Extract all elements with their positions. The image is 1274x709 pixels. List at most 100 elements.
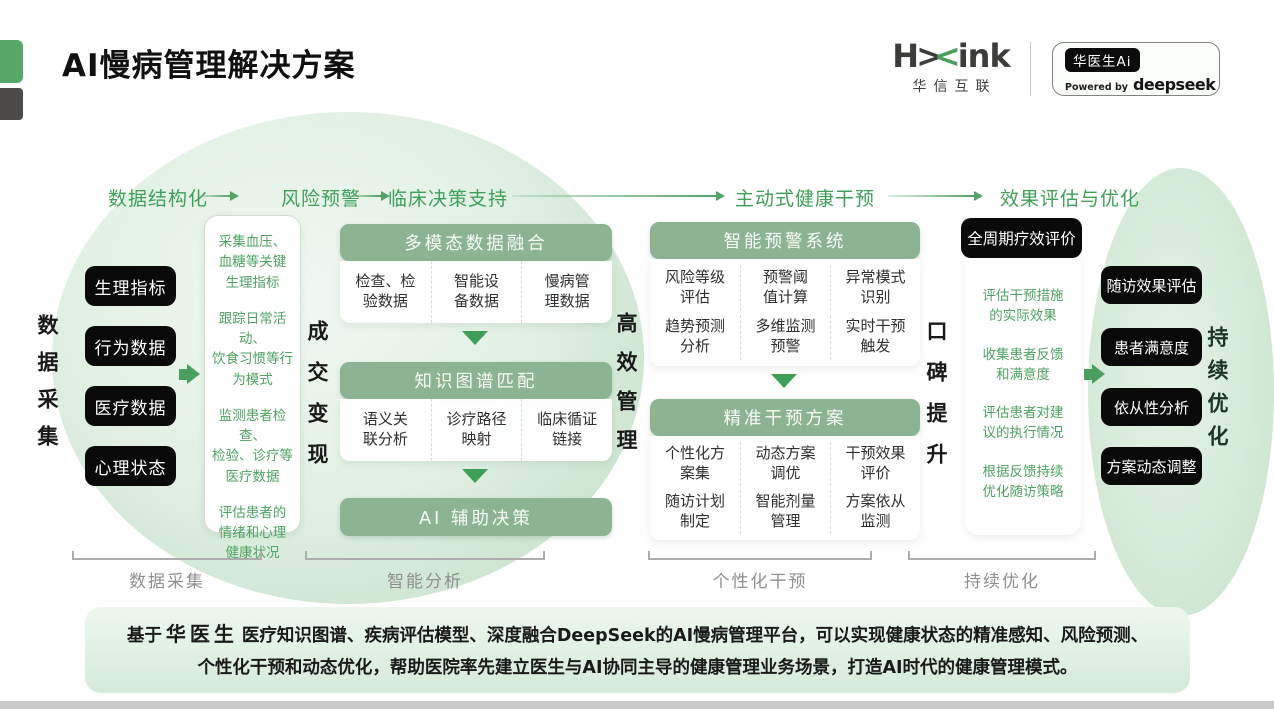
stage-label-effect-evaluation: 效果评估与优化	[1000, 188, 1141, 210]
deepseek-badge: 华医生Ai Powered by deepseek	[1052, 42, 1220, 96]
stage-label-clinical-decision: 临床决策支持	[388, 188, 509, 210]
accent-bar-dark	[0, 88, 23, 120]
precise-item: 个性化方 案集	[664, 444, 725, 482]
warning-system-card: 风险等级 评估 预警阈 值计算 异常模式 识别 趋势预测 分析 多维监测 预警 …	[650, 259, 920, 366]
data-collection-notes-card: 采集血压、 血糖等关键 生理指标 跟踪日常活动、 饮食习惯等行 为模式 监测患者…	[204, 215, 301, 561]
stage-label-risk-warning: 风险预警	[281, 188, 362, 210]
side-label-data-collection: 数据采集	[35, 314, 59, 462]
arrow-right-icon	[888, 191, 983, 201]
logo-x-dark-chevron: >	[916, 37, 943, 75]
knowledge-graph-card: 语义关 联分析 诊疗路径 映射 临床循证 链接	[340, 399, 612, 461]
section-header-multimodal-fusion: 多模态数据融合	[340, 224, 612, 261]
note-item: 评估患者的 情绪和心理 健康状况	[218, 504, 287, 562]
arrow-tail	[1084, 368, 1092, 380]
arrow-right-icon	[345, 191, 390, 201]
warning-item: 异常模式 识别	[830, 265, 920, 311]
deepseek-wordmark: deepseek	[1132, 75, 1216, 94]
data-box-medical: 医疗数据	[85, 386, 176, 426]
arrow-right-icon	[198, 191, 239, 201]
arrow-right-icon	[512, 191, 725, 201]
data-box-physiology: 生理指标	[85, 266, 176, 306]
note-item: 评估患者对建 议的执行情况	[982, 405, 1064, 442]
section-header-knowledge-graph: 知识图谱匹配	[340, 362, 612, 399]
arrow-tail	[179, 368, 187, 380]
banner-line-1: 基于华医生医疗知识图谱、疾病评估模型、深度融合DeepSeek的AI慢病管理平台…	[127, 616, 1148, 653]
precise-item: 随访计划 制定	[664, 492, 725, 530]
side-label-monetization: 成交变现	[305, 320, 329, 484]
note-item: 根据反馈持续 优化随访策略	[982, 463, 1064, 500]
page-title: AI慢病管理解决方案	[62, 48, 356, 84]
hxink-logo-text: H><ink	[888, 40, 1014, 72]
hxink-logo: H><ink 华信互联	[888, 40, 1014, 96]
section-header-warning-system: 智能预警系统	[650, 222, 920, 259]
result-box-dynamic-adjust: 方案动态调整	[1101, 447, 1202, 485]
logo-letter-h: H	[892, 37, 919, 75]
banner-prefix: 基于	[126, 626, 162, 646]
section-header-ai-decision: AI 辅助决策	[340, 498, 612, 536]
banner-brand-huayisheng: 华医生	[165, 622, 238, 646]
fusion-item: 智能设 备数据	[430, 261, 522, 323]
warning-item: 风险等级 评估	[664, 267, 725, 306]
kg-item: 语义关 联分析	[362, 410, 408, 448]
bracket-optimization	[908, 551, 1096, 560]
group-label-analysis: 智能分析	[387, 572, 463, 592]
result-box-compliance: 依从性分析	[1101, 388, 1202, 426]
evaluation-notes-card: 评估干预措施 的实际效果 收集患者反馈 和满意度 评估患者对建 议的执行情况 根…	[965, 250, 1081, 535]
group-label-optimization: 持续优化	[964, 572, 1040, 592]
bracket-analysis	[305, 551, 545, 560]
logo-x-green-chevron: <	[933, 37, 961, 75]
note-item: 采集血压、 血糖等关键 生理指标	[218, 234, 287, 291]
accent-bar-green	[0, 40, 23, 83]
precise-item: 方案依从 监测	[830, 490, 920, 534]
precise-item: 智能剂量 管理	[740, 490, 830, 534]
hxink-logo-subtitle: 华信互联	[912, 79, 997, 95]
warning-item: 趋势预测 分析	[664, 317, 725, 356]
warning-item: 实时干预 触发	[830, 314, 920, 360]
triangle-down-icon	[462, 469, 488, 483]
note-item: 收集患者反馈 和满意度	[982, 346, 1064, 383]
note-item: 监测患者检查、 检验、诊疗等 医疗数据	[212, 407, 293, 485]
side-label-efficient-management: 高效管理	[614, 312, 638, 468]
powered-by-label: Powered by	[1065, 82, 1128, 93]
triangle-down-icon	[462, 331, 488, 345]
warning-item: 预警阈 值计算	[740, 265, 830, 311]
doctor-ai-pill: 华医生Ai	[1065, 48, 1140, 72]
banner-line1-text: 医疗知识图谱、疾病评估模型、深度融合DeepSeek的AI慢病管理平台，可以实现…	[241, 626, 1149, 646]
group-label-data-collection: 数据采集	[129, 572, 205, 592]
bracket-intervention	[648, 551, 872, 560]
result-box-followup: 随访效果评估	[1101, 266, 1202, 304]
precise-item: 动态方案 调优	[740, 442, 830, 486]
bracket-data-collection	[72, 551, 262, 560]
section-header-precise-intervention: 精准干预方案	[650, 399, 920, 436]
result-box-satisfaction: 患者满意度	[1101, 328, 1202, 366]
side-label-continuous-optimization: 持续优化	[1205, 326, 1229, 458]
note-item: 跟踪日常活动、 饮食习惯等行 为模式	[212, 310, 293, 388]
kg-item: 临床循证 链接	[521, 399, 612, 461]
multimodal-fusion-card: 检查、检 验数据 智能设 备数据 慢病管 理数据	[340, 261, 612, 323]
banner-line-2: 个性化干预和动态优化，帮助医院率先建立医生与AI协同主导的健康管理业务场景，打造…	[197, 657, 1078, 678]
data-box-behavior: 行为数据	[85, 326, 176, 366]
logo-letters-ink: ink	[957, 37, 1011, 75]
kg-item: 诊疗路径 映射	[430, 399, 522, 461]
stage-label-proactive-intervention: 主动式健康干预	[735, 188, 876, 210]
triangle-down-icon	[771, 374, 797, 388]
arrow-head	[187, 364, 200, 384]
arrow-head	[1092, 364, 1105, 384]
arrow-right-icon	[1084, 364, 1105, 384]
bottom-gray-strip	[0, 701, 1274, 709]
header-divider	[1030, 42, 1031, 96]
precise-item: 干预效果 评价	[830, 442, 920, 486]
arrow-right-icon	[179, 364, 200, 384]
precise-intervention-card: 个性化方 案集 动态方案 调优 干预效果 评价 随访计划 制定 智能剂量 管理 …	[650, 436, 920, 540]
side-label-reputation: 口碑提升	[924, 320, 948, 484]
fusion-item: 慢病管 理数据	[521, 261, 612, 323]
fusion-item: 检查、检 验数据	[355, 272, 416, 310]
stage-label-data-structuring: 数据结构化	[108, 188, 209, 210]
full-cycle-evaluation-box: 全周期疗效评价	[961, 218, 1082, 258]
group-label-intervention: 个性化干预	[712, 572, 808, 592]
data-box-psychology: 心理状态	[85, 446, 176, 486]
powered-by-row: Powered by deepseek	[1065, 75, 1216, 94]
warning-item: 多维监测 预警	[740, 314, 830, 360]
note-item: 评估干预措施 的实际效果	[982, 288, 1064, 325]
